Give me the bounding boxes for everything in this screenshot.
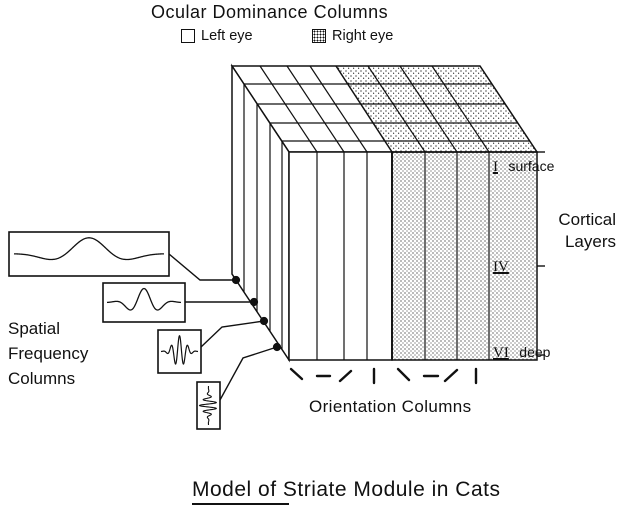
legend-left-eye-label: Left eye bbox=[201, 28, 253, 44]
legend-right-eye: Right eye bbox=[312, 28, 393, 44]
orientation-ticks bbox=[289, 367, 478, 385]
spatial-line-3: Columns bbox=[8, 369, 76, 388]
layer-numeral-iv: IV bbox=[493, 259, 509, 275]
spatial-frequency-box-4 bbox=[196, 381, 221, 430]
orientation-columns-label: Orientation Columns bbox=[309, 397, 472, 416]
layer-marker-iv: IV bbox=[493, 258, 509, 276]
spatial-line-1: Spatial bbox=[8, 319, 60, 338]
layer-marker-surface: I surface bbox=[493, 158, 554, 176]
spatial-line-2: Frequency bbox=[8, 344, 89, 363]
layer-marker-deep: VI deep bbox=[493, 344, 550, 362]
cortical-layers-heading: Cortical Layers bbox=[538, 209, 616, 253]
legend-right-eye-label: Right eye bbox=[332, 28, 394, 44]
legend-left-eye: Left eye bbox=[181, 28, 253, 44]
spatial-frequency-box-1 bbox=[8, 231, 170, 277]
module-top-face bbox=[230, 65, 539, 153]
layer-numeral-vi: VI bbox=[493, 345, 509, 361]
spatial-frequency-box-3 bbox=[157, 329, 202, 374]
spatial-frequency-box-2 bbox=[102, 282, 186, 323]
layer-label-deep: deep bbox=[519, 344, 551, 360]
figure-caption: Model of Striate Module in Cats bbox=[192, 478, 501, 501]
layer-numeral-i: I bbox=[493, 159, 498, 175]
spatial-frequency-connectors bbox=[168, 253, 282, 401]
caption-underline bbox=[192, 503, 289, 505]
cortical-line-2: Layers bbox=[564, 232, 616, 251]
front-face-right-eye bbox=[391, 151, 538, 361]
ocular-dominance-title: Ocular Dominance Columns bbox=[151, 2, 389, 22]
front-face-left-eye bbox=[288, 151, 393, 361]
layer-label-surface: surface bbox=[508, 158, 555, 174]
cortical-line-1: Cortical bbox=[558, 210, 616, 229]
blank-swatch-icon bbox=[181, 29, 195, 43]
stippled-swatch-icon bbox=[312, 29, 326, 43]
layer-ticks bbox=[537, 151, 545, 356]
spatial-frequency-heading: Spatial Frequency Columns bbox=[8, 316, 88, 391]
